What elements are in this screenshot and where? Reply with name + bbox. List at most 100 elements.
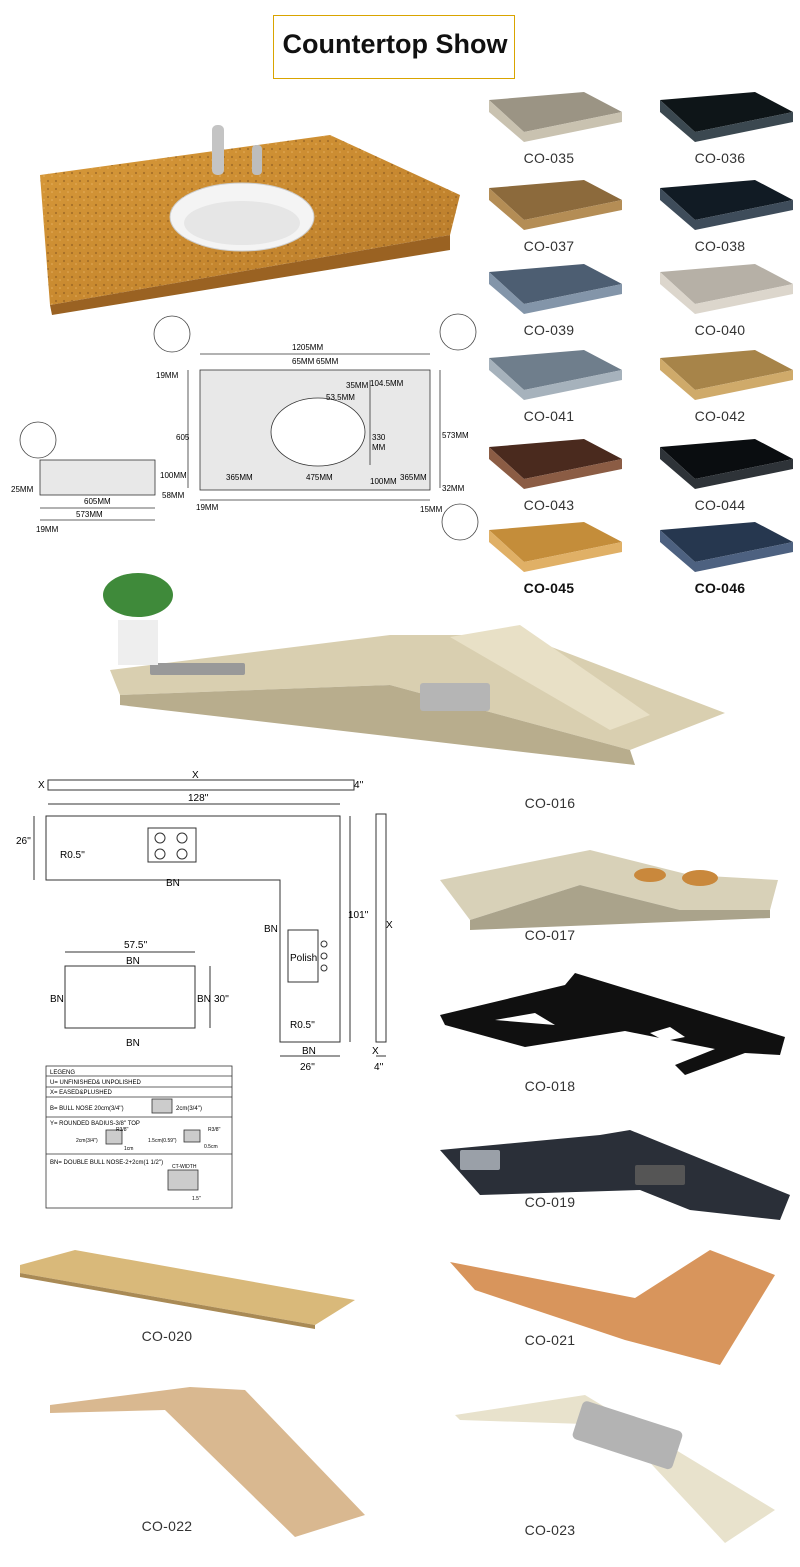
bn2-label: BN [264,924,278,935]
legend-y-05: 0.5cm [204,1144,218,1150]
legend-x: X= EASED&PLUSHED [50,1090,113,1096]
swatch-image-co-035 [489,92,622,142]
legend-u: U= UNFINISHED& UNPOLISHED [50,1080,142,1086]
legend-y-1cm: 1cm [124,1146,133,1152]
legend-ct: CT-WIDTH [172,1164,197,1170]
dim-d2: 104.5MM [370,379,404,388]
r05b-label: R0.5'' [290,1020,315,1031]
dim-d3: 53.5MM [326,393,355,402]
rect-bn-right: BN [197,994,211,1005]
swatch-image-co-037 [489,180,622,230]
caption-co-019: CO-019 [524,1194,576,1210]
swatch-caption-co-037: CO-037 [523,238,575,254]
dim-b4: 100MM [370,477,397,486]
caption-co-021: CO-021 [524,1332,576,1348]
legend-y-15cm: 1.5cm(0.59'') [148,1138,177,1144]
legend-bn: BN= DOUBLE BULL NOSE-2+2cm(1 1/2'') [50,1160,163,1166]
side-w2: 573MM [76,510,103,519]
side-w3: 19MM [36,525,59,534]
caption-co-022: CO-022 [141,1518,193,1534]
caption-co-020: CO-020 [141,1328,193,1344]
swatch-image-co-041 [489,350,622,400]
dim-b5: 32MM [442,484,465,493]
swatch-image-co-038 [660,180,793,230]
top-x-label: X [192,770,199,781]
rect-h-label: 30'' [214,994,229,1005]
product-image-co-022 [50,1387,365,1537]
dim-right-h: 573MM [442,431,469,440]
swatch-caption-co-046: CO-046 [694,580,746,596]
legend-y-2cm: 2cm(3/4'') [76,1138,98,1144]
swatch-image-co-039 [489,264,622,314]
legend-y: Y= ROUNDED BADIUS-3/8'' TOP [50,1121,140,1127]
side-bottom-h: 58MM [162,491,185,500]
product-image-co-017 [440,850,778,930]
bn1-label: BN [166,878,180,889]
side-w1: 605MM [84,497,111,506]
swatch-image-co-046 [660,522,793,572]
caption-co-016: CO-016 [524,795,576,811]
product-image-co-023 [455,1395,775,1543]
dim-d1: 35MM [346,381,369,390]
top-4-label: 4'' [354,780,363,791]
dim-bowl: 330 [372,433,386,442]
kitchen-counter-image [103,573,725,765]
side-x-label: X [386,920,393,931]
dim-left-h: 605 [176,433,190,442]
dim-left-gap: 19MM [156,371,179,380]
rect-bn-bottom: BN [126,1038,140,1049]
swatch-image-co-044 [660,439,793,489]
w26-label: 26'' [300,1062,315,1073]
rect-bn-top: BN [126,956,140,967]
swatch-image-co-045 [489,522,622,572]
dim-width: 1205MM [292,343,323,352]
dim-b3: 365MM [400,473,427,482]
vanity-dimension-drawing: 1205MM 65MM 65MM 35MM 104.5MM 53.5MM 330… [11,313,479,541]
product-image-co-018 [440,973,785,1075]
product-image-co-019 [440,1130,790,1220]
title-frame: Countertop Show [273,15,515,79]
bn3-label: BN [302,1046,316,1057]
legend-b-size: 2cm(3/4'') [176,1106,202,1112]
side-x2-label: X [372,1046,379,1057]
side-4-label: 4'' [374,1062,383,1073]
swatch-caption-co-040: CO-040 [694,322,746,338]
caption-co-017: CO-017 [524,927,576,943]
side-height: 100MM [160,471,187,480]
legend-y-r1: R3/8'' [116,1127,129,1133]
lshape-dimension-drawing: X X 4'' 128'' 26'' R0.5'' BN BN Polish R… [16,770,393,1209]
dim-b2: 475MM [306,473,333,482]
page-title: Countertop Show [282,29,508,59]
swatch-image-co-043 [489,439,622,489]
h101-label: 101'' [348,910,369,921]
swatch-caption-co-039: CO-039 [523,322,575,338]
rect-w-label: 57.5'' [124,940,147,951]
legend-ct-15: 1.5'' [192,1196,201,1202]
dim-h2: 65MM [316,357,339,366]
caption-co-023: CO-023 [524,1522,576,1538]
dim-b1: 365MM [226,473,253,482]
swatch-image-co-042 [660,350,793,400]
swatch-image-co-040 [660,264,793,314]
top-left-x-label: X [38,780,45,791]
dim-bowl-unit: MM [372,443,386,452]
legend-y-r2: R3/8'' [208,1127,221,1133]
side-edge-h: 25MM [11,485,34,494]
product-image-co-020 [20,1250,355,1329]
top-128-label: 128'' [188,793,209,804]
product-image-co-021 [450,1250,775,1365]
swatch-caption-co-041: CO-041 [523,408,575,424]
swatch-image-co-036 [660,92,793,142]
swatch-caption-co-036: CO-036 [694,150,746,166]
swatch-caption-co-035: CO-035 [523,150,575,166]
rect-bn-left: BN [50,994,64,1005]
vanity-top-image [40,125,460,315]
dim-bl: 19MM [196,503,219,512]
legend-b: B= BULL NOSE 20cm(3/4'') [50,1106,124,1112]
legend-title: LEGENG [50,1070,75,1076]
left-26-label: 26'' [16,836,31,847]
caption-co-018: CO-018 [524,1078,576,1094]
swatch-caption-co-038: CO-038 [694,238,746,254]
r05a-label: R0.5'' [60,850,85,861]
polish-label: Polish [290,953,317,964]
